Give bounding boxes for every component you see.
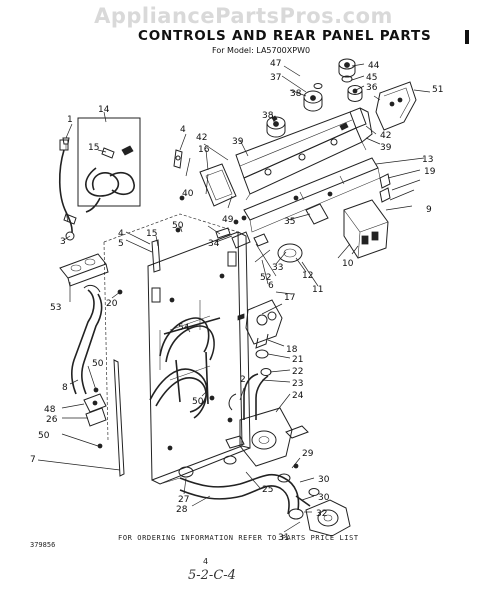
console-end-cap-left: [199, 163, 237, 207]
callout-24: 24: [292, 391, 304, 401]
screw: [62, 137, 70, 150]
callout-27: 27: [178, 495, 189, 505]
callout-50: 50: [172, 221, 184, 231]
callout-47: 47: [270, 59, 281, 69]
callout-50-center: 50: [192, 397, 204, 407]
inlet-hoses: [149, 317, 221, 419]
callout-35: 35: [284, 217, 295, 227]
hose-clamps: [83, 393, 107, 427]
callout-18: 18: [286, 345, 298, 355]
handwritten-note: 5-2-C-4: [188, 568, 236, 583]
callout-42: 42: [196, 133, 207, 143]
console-bracket: [243, 157, 381, 233]
fill-hose: [71, 284, 103, 395]
callout-38: 38: [262, 111, 274, 121]
callout-39: 39: [232, 137, 244, 147]
callout-50-left: 50: [92, 359, 104, 369]
drain-coupling: [277, 473, 351, 537]
callout-7: 7: [30, 455, 36, 465]
callout-1: 1: [67, 115, 73, 125]
ordering-note: FOR ORDERING INFORMATION REFER TO PARTS …: [118, 534, 359, 542]
callout-53: 53: [50, 303, 61, 313]
callout-14: 14: [98, 105, 110, 115]
control-console: [235, 107, 373, 201]
callout-31: 31: [278, 533, 289, 543]
callout-6: 6: [268, 281, 274, 291]
callout-3: 3: [60, 237, 66, 247]
power-cord-kit: [77, 117, 141, 213]
callout-38-b: 38: [290, 89, 302, 99]
watermark-text: AppliancePartsPros.com: [94, 4, 393, 28]
console-end-cap-right: [375, 81, 417, 131]
callout-42-b: 42: [380, 131, 391, 141]
side-brace: [113, 149, 183, 477]
callout-25: 25: [262, 485, 273, 495]
callout-5: 5: [118, 239, 124, 249]
callout-19: 19: [424, 167, 436, 177]
callout-36: 36: [366, 83, 378, 93]
callout-4-top: 4: [180, 125, 186, 135]
callout-10: 10: [342, 259, 354, 269]
model-subtitle: For Model: LA5700XPW0: [212, 46, 311, 55]
rear-panel: [103, 213, 251, 485]
callout-13: 13: [422, 155, 433, 165]
leader-lines: [37, 63, 431, 533]
callout-22: 22: [292, 367, 303, 377]
callout-26: 26: [46, 415, 58, 425]
diagram-title: CONTROLS AND REAR PANEL PARTS: [138, 28, 432, 44]
page-number: 4: [203, 557, 209, 566]
callout-50-lower: 50: [38, 431, 50, 441]
small-screws: [93, 191, 333, 469]
callout-34: 34: [208, 239, 220, 249]
clips: [379, 173, 391, 203]
power-cord: [58, 139, 77, 241]
callout-33: 33: [272, 263, 283, 273]
callout-21: 21: [292, 355, 303, 365]
callout-12: 12: [302, 271, 313, 281]
callout-8: 8: [62, 383, 68, 393]
callout-11: 11: [312, 285, 323, 295]
callout-16: 16: [198, 145, 210, 155]
callout-37: 37: [270, 73, 281, 83]
timer-assembly: [337, 199, 389, 259]
callout-15-panel: 15: [146, 229, 157, 239]
callout-23: 23: [292, 379, 303, 389]
callout-20: 20: [106, 299, 118, 309]
document-number: 379856: [30, 541, 56, 549]
pump-and-hoses: [225, 373, 309, 467]
water-valve: [237, 299, 283, 349]
callout-45: 45: [366, 73, 377, 83]
callout-32: 32: [316, 509, 327, 519]
terminal-block: [59, 253, 109, 287]
callout-40: 40: [182, 189, 194, 199]
callout-numbers: 1 2 3 4 4 5 6 7 8 9 10 11 12 13 14 15 15…: [30, 59, 443, 543]
callout-30-b: 30: [318, 493, 330, 503]
callout-48: 48: [44, 405, 56, 415]
callout-15: 15: [88, 143, 99, 153]
callout-9: 9: [426, 205, 432, 215]
callout-30: 30: [318, 475, 330, 485]
callout-52: 52: [260, 273, 271, 283]
callout-17: 17: [284, 293, 295, 303]
drain-hose: [159, 455, 300, 515]
callout-44: 44: [368, 61, 380, 71]
callout-29: 29: [302, 449, 314, 459]
callout-39-b: 39: [380, 143, 392, 153]
callout-4: 4: [118, 229, 124, 239]
callout-28: 28: [176, 505, 188, 515]
callout-51: 51: [432, 85, 443, 95]
corner-mark: [465, 30, 469, 44]
callout-49: 49: [222, 215, 234, 225]
callout-2: 2: [240, 375, 246, 385]
callout-54: 54: [178, 323, 190, 333]
